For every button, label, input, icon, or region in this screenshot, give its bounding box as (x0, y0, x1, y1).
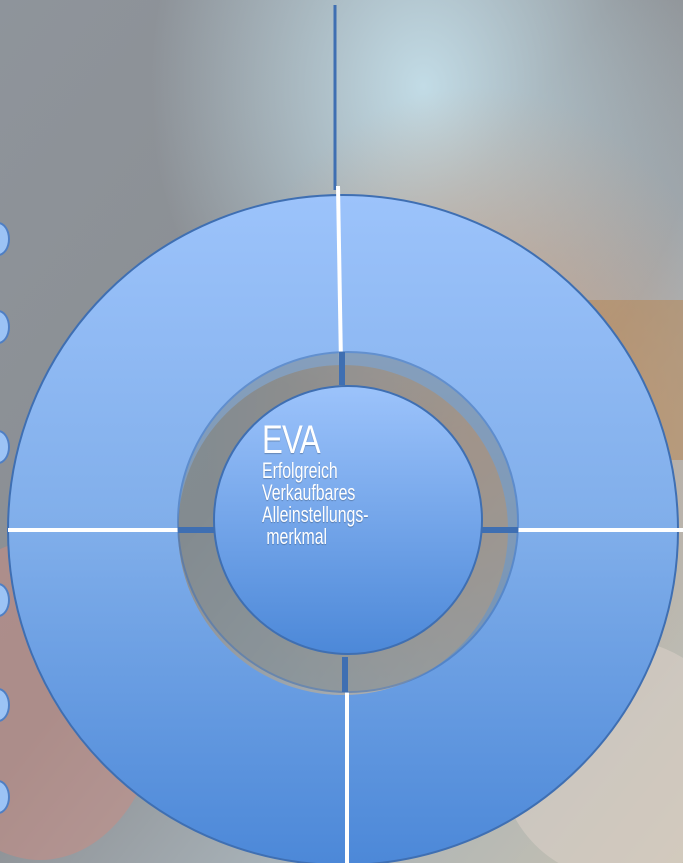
eva-title: EVA (262, 418, 321, 462)
center-line-verkaufbares: Verkaufbares (262, 480, 356, 505)
center-line-merkmal: merkmal (266, 524, 328, 549)
center-line-erfolgreich: Erfolgreich (262, 458, 338, 483)
center-label: EVA Erfolgreich Verkaufbares Alleinstell… (262, 418, 472, 548)
ring-divider-top (336, 185, 343, 366)
inner-circle (213, 385, 483, 655)
center-line-alleinstellungs: Alleinstellungs- (262, 502, 369, 527)
